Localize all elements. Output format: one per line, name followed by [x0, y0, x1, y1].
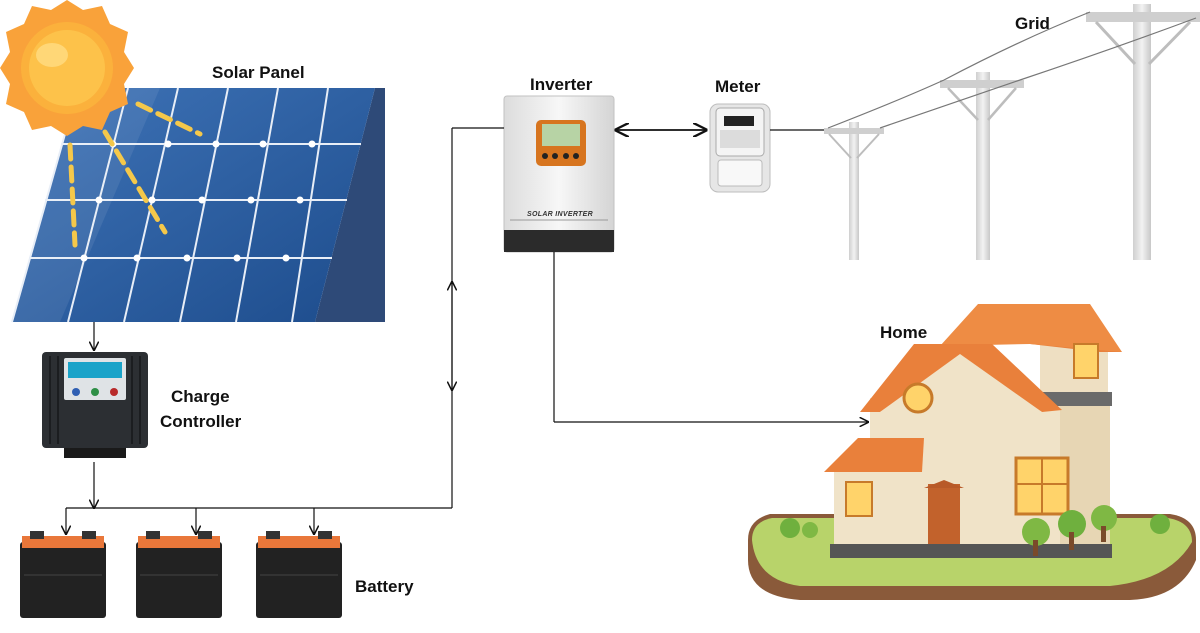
inverter-icon — [503, 95, 615, 253]
charge-controller-label-line2: Controller — [160, 411, 242, 431]
sunlight-beams — [67, 101, 203, 248]
battery-icon — [20, 531, 106, 618]
charge-controller-label-line1: Charge — [171, 387, 230, 406]
sun-icon — [0, 0, 134, 136]
utility-pole-icon — [1086, 4, 1200, 260]
battery-label: Battery — [355, 577, 414, 596]
battery-icon — [256, 531, 342, 618]
inverter-plate-text: SOLAR INVERTER — [527, 211, 593, 218]
utility-pole-icon — [824, 122, 884, 260]
meter-icon — [709, 103, 771, 193]
battery-icon — [136, 531, 222, 618]
connector-lines — [66, 128, 868, 534]
meter-label: Meter — [715, 77, 761, 96]
charge-controller-label: Charge Controller — [160, 385, 241, 434]
utility-pole-icon — [940, 72, 1024, 260]
solar-panel-label: Solar Panel — [212, 63, 305, 82]
power-lines — [827, 11, 1197, 129]
inverter-label: Inverter — [530, 75, 593, 94]
house-icon — [748, 304, 1196, 600]
solar-panel-icon — [11, 87, 385, 323]
home-label: Home — [880, 323, 928, 342]
grid-label: Grid — [1015, 14, 1050, 33]
charge-controller-icon — [42, 352, 148, 458]
